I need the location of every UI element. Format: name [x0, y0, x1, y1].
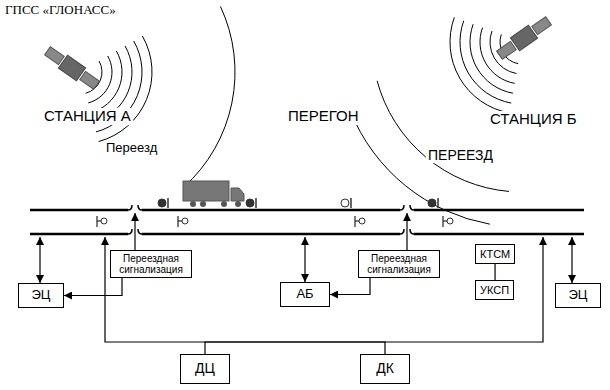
region-label: ПЕРЕГОН	[286, 108, 361, 125]
equipment-box: УКСП	[475, 280, 514, 300]
signal-lamp	[447, 218, 453, 224]
double-arrow	[304, 237, 305, 282]
connector	[205, 342, 385, 354]
signal-lamp	[359, 218, 365, 224]
signal-mast	[437, 198, 439, 208]
signal-wave	[460, 21, 511, 103]
signal-mast	[350, 198, 352, 208]
rail-end	[138, 229, 142, 234]
box-text: ЭЦ	[32, 288, 51, 302]
double-arrow	[571, 237, 572, 283]
rail-line	[414, 233, 584, 236]
box-text: Переездная сигнализация	[115, 253, 187, 275]
box-text: ДК	[376, 361, 394, 376]
crossing-arrow	[134, 213, 135, 250]
region-label: СТАНЦИЯ Б	[488, 111, 579, 128]
rail-end	[400, 205, 404, 210]
equipment-box: КТСМ	[475, 244, 515, 264]
signal-mast	[167, 198, 169, 208]
connector	[494, 264, 495, 280]
box-text: ДЦ	[195, 361, 215, 376]
box-text: КТСМ	[480, 248, 510, 260]
rail-end	[410, 205, 414, 210]
equipment-box: ЭЦ	[555, 283, 601, 308]
truck-wheel	[190, 201, 196, 207]
rail-end	[400, 229, 404, 234]
coverage-arc	[350, 111, 489, 224]
signal-arm	[97, 220, 101, 221]
equipment-box: Переездная сигнализация	[110, 250, 192, 278]
connector	[64, 278, 122, 296]
signal-lamp	[428, 199, 436, 207]
equipment-box: ДК	[360, 354, 410, 384]
signal-arm	[355, 220, 359, 221]
signal-lamp	[341, 199, 349, 207]
rail-end	[128, 205, 132, 210]
signal-lamp	[246, 199, 254, 207]
truck-cab	[231, 188, 244, 201]
signal-arm	[178, 220, 182, 221]
signal-wave	[480, 28, 515, 84]
equipment-box: АБ	[280, 282, 330, 307]
truck-wheel	[200, 201, 206, 207]
solar-panel	[45, 47, 65, 65]
double-arrow	[39, 237, 40, 283]
equipment-box: Переездная сигнализация	[358, 250, 440, 278]
coverage-arc	[377, 81, 509, 192]
rail-end	[138, 205, 142, 210]
box-text: ЭЦ	[569, 288, 588, 302]
signal-arm	[443, 220, 447, 221]
solar-panel	[532, 17, 552, 35]
solar-panel	[80, 71, 100, 89]
truck-icon	[183, 181, 244, 207]
box-text: УКСП	[480, 284, 509, 296]
signal-wave	[470, 24, 513, 93]
signal-lamp	[182, 218, 188, 224]
connector	[330, 278, 370, 295]
region-label: СТАНЦИЯ А	[42, 108, 133, 125]
signal-mast	[255, 198, 257, 208]
truck-wheel	[235, 201, 241, 207]
equipment-box: ЭЦ	[18, 283, 64, 308]
crossing-arrow	[406, 213, 407, 250]
truck-wheel	[221, 201, 227, 207]
rail-line	[30, 209, 128, 212]
region-label: ПЕРЕЕЗД	[426, 148, 495, 163]
signal-lamp	[158, 199, 166, 207]
satellite-icon	[495, 14, 553, 62]
truck-trailer	[183, 181, 229, 201]
signal-wave	[450, 17, 509, 113]
equipment-box: ДЦ	[180, 354, 230, 384]
region-label: ГПСС «ГЛОНАСС»	[3, 3, 118, 17]
rail-line	[414, 209, 584, 212]
coverage-arc	[184, 6, 235, 187]
rail-line	[142, 233, 400, 236]
rail-end	[128, 229, 132, 234]
rail-end	[410, 229, 414, 234]
signal-wave	[99, 36, 152, 142]
data-bus	[105, 237, 543, 342]
satellite-icon	[43, 44, 101, 92]
box-text: АБ	[296, 287, 313, 301]
rail-line	[30, 233, 128, 236]
solar-panel	[497, 41, 517, 59]
signal-lamp	[101, 218, 107, 224]
region-label: Переезд	[104, 141, 159, 155]
rail-line	[142, 209, 400, 212]
box-text: Переездная сигнализация	[363, 253, 435, 275]
